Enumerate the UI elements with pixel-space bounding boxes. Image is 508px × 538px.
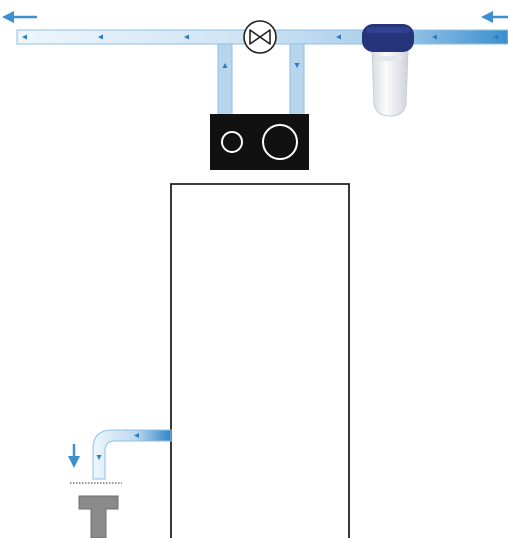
filter-bowl bbox=[371, 49, 409, 117]
flow-tick bbox=[432, 34, 437, 40]
flow-tick bbox=[22, 34, 27, 40]
flow-tick bbox=[336, 34, 341, 40]
drain-funnel-icon bbox=[78, 495, 119, 538]
drain-funnel bbox=[78, 495, 119, 538]
water-filter bbox=[362, 24, 414, 117]
control-head-icon bbox=[210, 114, 309, 170]
inlet-arrow-left bbox=[481, 11, 508, 23]
bypass-valve bbox=[243, 20, 277, 54]
drain-line bbox=[92, 429, 172, 480]
flow-tick bbox=[493, 34, 498, 40]
flow-tick-up bbox=[222, 63, 228, 68]
flow-ticks-main bbox=[22, 34, 498, 40]
arrow-left-icon bbox=[2, 11, 14, 23]
outlet-port bbox=[262, 124, 298, 160]
drain-flow-arrow bbox=[68, 444, 80, 468]
resin-tank bbox=[170, 183, 350, 538]
arrow-left-icon bbox=[481, 11, 493, 23]
inlet-port bbox=[221, 131, 243, 153]
controller-inlet-pipe bbox=[217, 43, 233, 116]
flow-tick bbox=[98, 34, 103, 40]
flow-ticks-vertical bbox=[222, 63, 300, 68]
flow-tick-down bbox=[96, 455, 102, 460]
controller-outlet-pipe bbox=[289, 43, 305, 116]
arrow-down-icon bbox=[68, 456, 80, 468]
flow-tick bbox=[184, 34, 189, 40]
flow-tick bbox=[134, 433, 139, 438]
outlet-arrow-left bbox=[2, 11, 37, 23]
flow-tick-down bbox=[294, 63, 300, 68]
control-head bbox=[210, 114, 309, 170]
